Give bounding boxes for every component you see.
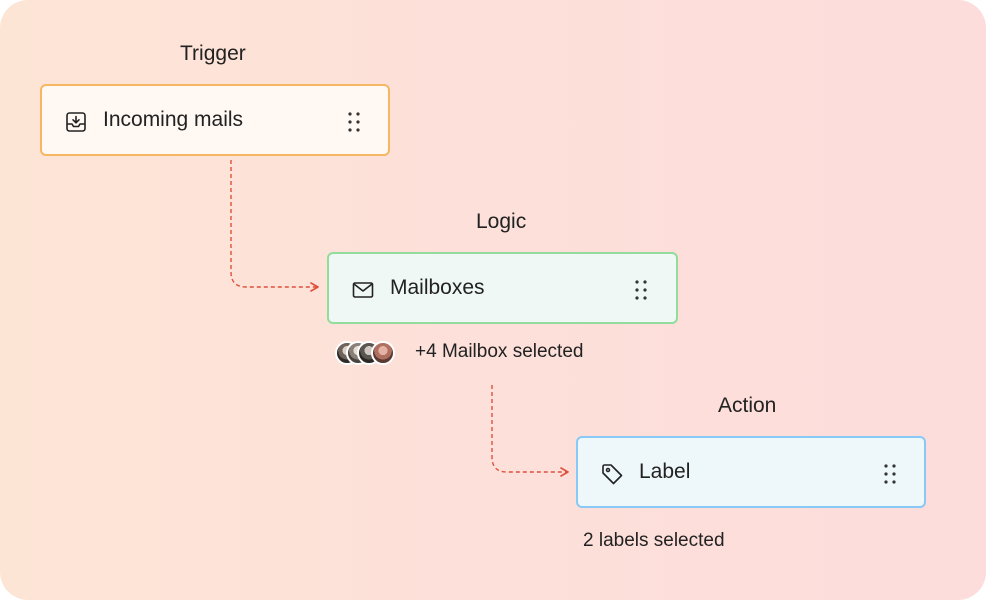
- trigger-section-label: Trigger: [180, 42, 246, 65]
- label-selection-count[interactable]: 2 labels selected: [583, 530, 725, 551]
- trigger-card-title: Incoming mails: [103, 108, 244, 131]
- action-card-title: Label: [639, 460, 691, 483]
- logic-section-label: Logic: [476, 210, 527, 233]
- action-section-label: Action: [718, 394, 777, 417]
- trigger-card-incoming-mails[interactable]: Incoming mails: [40, 84, 390, 156]
- action-card-label[interactable]: Label: [576, 436, 926, 508]
- drag-handle-icon[interactable]: [346, 111, 362, 133]
- connector-logic-to-action: [491, 385, 569, 477]
- logic-card-title: Mailboxes: [390, 276, 485, 299]
- drag-handle-icon[interactable]: [633, 279, 649, 301]
- avatar: [371, 341, 395, 365]
- inbox-download-icon: [66, 112, 86, 132]
- envelope-icon: [352, 282, 374, 298]
- mailbox-selection-count[interactable]: +4 Mailbox selected: [415, 341, 584, 362]
- connector-trigger-to-logic: [230, 160, 319, 292]
- tag-icon: [602, 464, 623, 485]
- logic-card-mailboxes[interactable]: Mailboxes: [327, 252, 678, 324]
- drag-handle-icon[interactable]: [882, 463, 898, 485]
- mailbox-avatar-stack: [335, 341, 405, 365]
